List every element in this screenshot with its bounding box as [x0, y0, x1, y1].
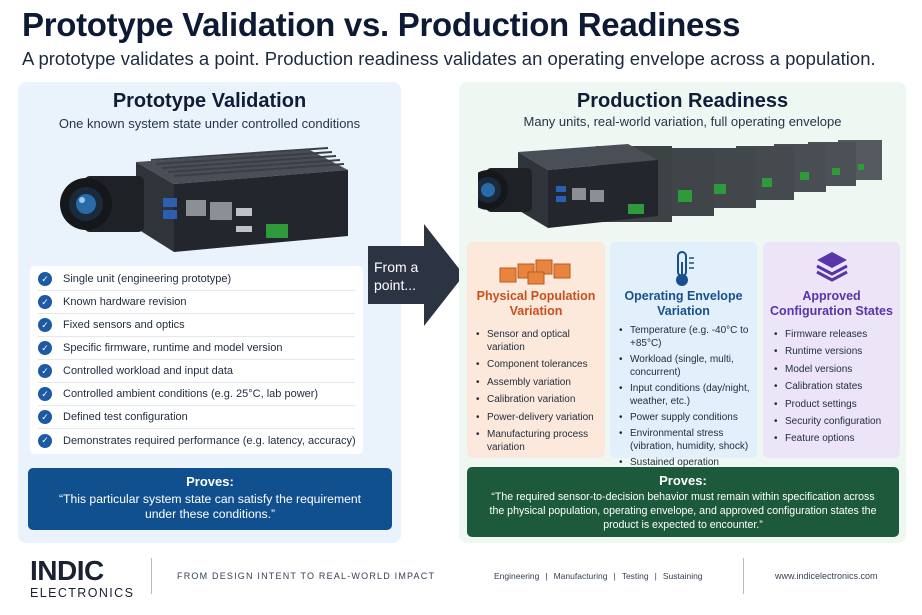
list-item: ✓Demonstrates required performance (e.g.…	[38, 429, 356, 452]
check-icon: ✓	[38, 295, 52, 309]
boxes-icon	[499, 259, 571, 285]
list-item: Environmental stress (vibration, humidit…	[618, 427, 754, 453]
prototype-proves-box: Proves: “This particular system state ca…	[28, 468, 392, 530]
list-item: Calibration variation	[475, 393, 603, 406]
footer-separator: |	[613, 571, 616, 581]
card-heading: Operating Envelope Variation	[624, 289, 743, 318]
logo-main: INDIC	[30, 555, 104, 586]
prototype-subtitle: One known system state under controlled …	[58, 116, 361, 131]
list-item: Workload (single, multi, concurrent)	[618, 353, 754, 379]
proves-text: “This particular system state can satisf…	[58, 492, 362, 521]
check-icon: ✓	[38, 433, 52, 448]
layers-icon	[816, 252, 848, 282]
check-icon: ✓	[38, 272, 52, 286]
list-item: ✓Controlled workload and input data	[38, 360, 355, 383]
list-item: Temperature (e.g. -40°C to +85°C)	[618, 324, 754, 350]
footer-separator: |	[654, 571, 657, 581]
footer-divider	[743, 558, 744, 594]
device-population-image	[478, 140, 882, 228]
company-logo: INDIC ELECTRONICS	[30, 555, 135, 601]
footer-links: Engineering | Manufacturing | Testing | …	[494, 571, 703, 581]
check-icon: ✓	[38, 410, 52, 424]
list-item: Sustained operation	[618, 456, 754, 469]
arrow-label: From a point...	[374, 259, 419, 293]
list-item: Model versions	[773, 363, 899, 376]
list-item: Firmware releases	[773, 328, 899, 341]
card-operating-variation: Operating Envelope Variation Temperature…	[610, 242, 757, 469]
list-item: ✓Single unit (engineering prototype)	[38, 268, 355, 291]
prototype-checklist: ✓Single unit (engineering prototype) ✓Kn…	[30, 266, 363, 454]
list-item: Assembly variation	[475, 376, 603, 389]
proves-heading: Proves:	[186, 474, 234, 489]
card-physical-variation: Physical Population Variation Sensor and…	[467, 242, 605, 458]
list-item: Power-delivery variation	[475, 411, 603, 424]
list-item: ✓Controlled ambient conditions (e.g. 25°…	[38, 383, 355, 406]
page-title: Prototype Validation vs. Production Read…	[22, 6, 741, 43]
thermometer-icon	[676, 251, 694, 286]
list-item: Calibration states	[773, 380, 899, 393]
check-icon: ✓	[38, 387, 52, 401]
footer-tagline: FROM DESIGN INTENT TO REAL-WORLD IMPACT	[177, 571, 436, 581]
footer-link-engineering[interactable]: Engineering	[494, 571, 540, 581]
card-heading: Approved Configuration States	[770, 289, 893, 318]
footer-link-manufacturing[interactable]: Manufacturing	[553, 571, 608, 581]
page-subtitle: A prototype validates a point. Productio…	[22, 48, 876, 69]
camera-device-icon	[60, 147, 348, 252]
check-icon: ✓	[38, 364, 52, 378]
website-link[interactable]: www.indicelectronics.com	[775, 571, 878, 581]
footer-link-testing[interactable]: Testing	[621, 571, 649, 581]
footer-divider	[151, 558, 152, 594]
list-item: Runtime versions	[773, 345, 899, 358]
transition-arrow	[368, 224, 464, 326]
card-heading: Physical Population Variation	[476, 289, 596, 318]
list-item: Security configuration	[773, 415, 899, 428]
list-item: ✓Known hardware revision	[38, 291, 355, 314]
list-item: Manufacturing process variation	[475, 428, 603, 454]
list-item: ✓Fixed sensors and optics	[38, 314, 355, 337]
production-subtitle: Many units, real-world variation, full o…	[523, 114, 842, 129]
footer-separator: |	[545, 571, 548, 581]
logo-sub: ELECTRONICS	[30, 586, 135, 600]
check-icon: ✓	[38, 341, 52, 355]
proves-heading: Proves:	[659, 473, 707, 488]
proves-text: “The required sensor-to-decision behavio…	[489, 491, 877, 531]
list-item: ✓Specific firmware, runtime and model ve…	[38, 337, 355, 360]
production-proves-box: Proves: “The required sensor-to-decision…	[467, 467, 899, 537]
production-title: Production Readiness	[576, 90, 789, 112]
list-item: Sensor and optical variation	[475, 328, 603, 354]
list-item: ✓Defined test configuration	[38, 406, 355, 429]
card-configuration-states: Approved Configuration States Firmware r…	[763, 242, 900, 458]
check-icon: ✓	[38, 318, 52, 332]
list-item: Product settings	[773, 398, 899, 411]
list-item: Feature options	[773, 432, 899, 445]
list-item: Input conditions (day/night, weather, et…	[618, 382, 754, 408]
prototype-title: Prototype Validation	[112, 90, 307, 112]
list-item: Component tolerances	[475, 358, 603, 371]
footer-link-sustaining[interactable]: Sustaining	[662, 571, 703, 581]
list-item: Power supply conditions	[618, 411, 754, 424]
